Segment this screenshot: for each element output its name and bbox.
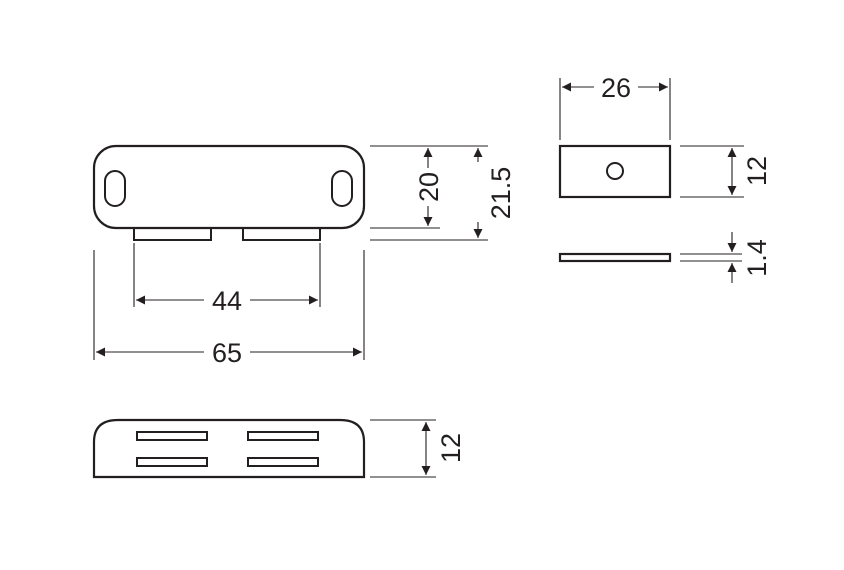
dimension-bottom-height: 12	[370, 419, 466, 478]
bottom-slot-3	[136, 457, 208, 467]
dim-label-slot-spacing: 44	[212, 286, 242, 316]
dim-label-plate-height: 12	[742, 156, 772, 186]
plate-side	[558, 252, 672, 263]
plate-hole	[606, 162, 624, 180]
dim-label-plate-width: 26	[601, 73, 631, 103]
magnet-pad-left	[133, 227, 212, 241]
dimension-plate-height: 12	[680, 145, 772, 198]
bottom-view	[92, 418, 366, 479]
dim-label-bottom-height: 12	[436, 433, 466, 463]
catch-bottom-body	[92, 418, 366, 479]
mounting-slot-right	[331, 170, 353, 207]
dimension-heights: 20 21.5	[370, 145, 516, 241]
dim-label-plate-thickness: 1.4	[742, 239, 772, 277]
magnet-pad-right	[242, 227, 321, 241]
plate-side-view	[558, 252, 672, 263]
bottom-slot-2	[247, 431, 319, 441]
bottom-slot-1	[136, 431, 208, 441]
dim-label-front-width: 65	[212, 338, 242, 368]
plate-view	[558, 144, 672, 199]
front-view	[92, 144, 366, 241]
dim-label-body-height: 20	[414, 172, 444, 202]
dim-label-total-height: 21.5	[486, 167, 516, 220]
catch-body	[92, 144, 366, 230]
dimension-front-width: 65	[93, 250, 365, 368]
bottom-slot-4	[247, 457, 319, 467]
dimension-plate-thickness: 1.4	[680, 232, 772, 283]
dimension-plate-width: 26	[559, 73, 671, 140]
mounting-slot-left	[104, 170, 126, 207]
dimension-slot-spacing: 44	[133, 243, 321, 316]
strike-plate	[558, 144, 672, 199]
